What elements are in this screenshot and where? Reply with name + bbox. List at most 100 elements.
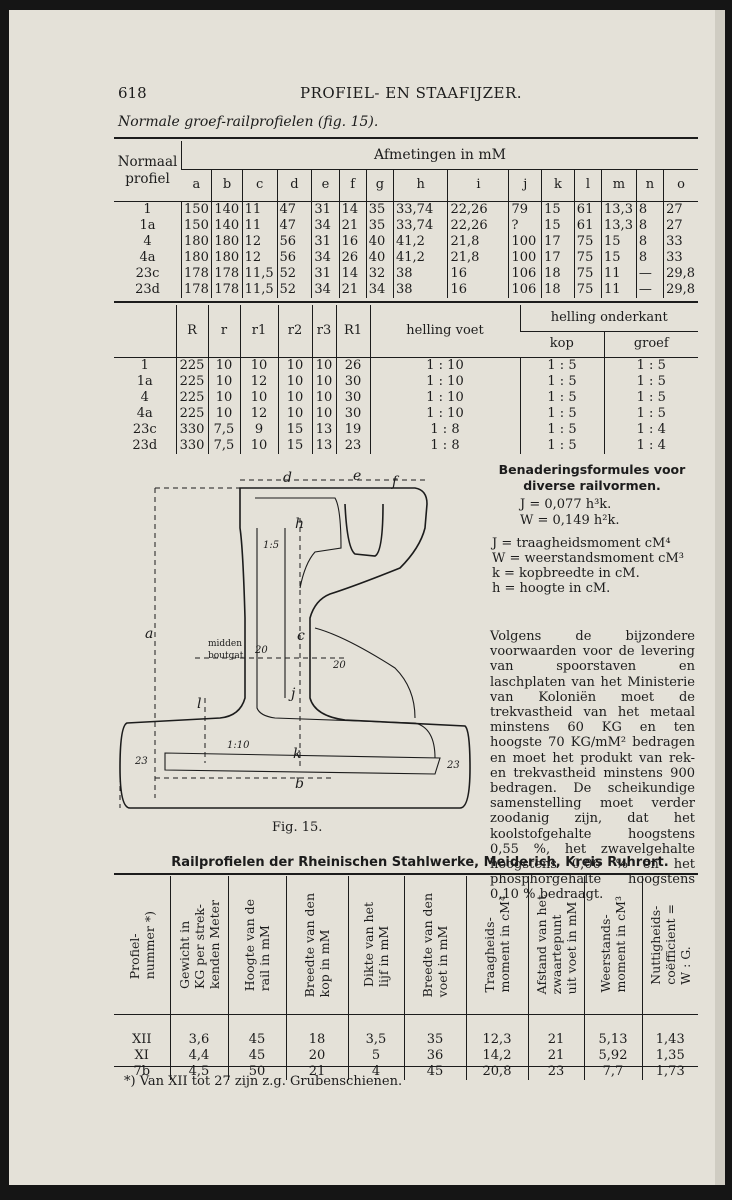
table3-title: Railprofielen der Rheinischen Stahlwerke… (171, 855, 669, 870)
cell: 225 (175, 373, 208, 390)
row-label: XI (134, 1048, 149, 1063)
cell: 21 (527, 1014, 584, 1048)
cell: 17 (541, 249, 575, 266)
cell: — (635, 281, 664, 298)
cell: 23 (335, 437, 370, 454)
cell: 10 (207, 357, 240, 374)
column-header: r3 (311, 305, 336, 357)
cell: 12 (239, 373, 278, 390)
cell: 22,26 (447, 201, 509, 218)
cell: 10 (277, 357, 312, 374)
definition: k = kopbreedte in cM. (492, 566, 640, 581)
column-header: h (392, 169, 448, 201)
cell: 100 (508, 249, 542, 266)
cell: 1 : 5 (519, 357, 604, 374)
row-label: 23c (132, 421, 157, 437)
cell: 41,2 (392, 249, 448, 266)
definition: W = weerstandsmoment cM³ (492, 551, 684, 566)
cell: 52 (276, 265, 312, 282)
specification-paragraph: Volgens de bijzondere voorwaarden voor d… (490, 629, 695, 903)
rail-groove (344, 503, 384, 557)
rule (114, 137, 698, 139)
rheinische-rail-table: Profiel- nummer *)Gewicht in KG per stre… (114, 876, 698, 1080)
column-header: i (447, 169, 509, 201)
cell: 1 : 5 (603, 389, 698, 406)
cell: 40 (365, 249, 394, 266)
cell: 178 (211, 265, 243, 282)
column-header-text: Nuttigheids- coëfficient = W : G. (647, 904, 693, 986)
formulas-title: Benaderingsformules voor diverse railvor… (498, 462, 686, 493)
cell: 30 (335, 405, 370, 422)
column-header: d (276, 169, 312, 201)
cell: 75 (573, 233, 602, 250)
row-label: 4a (139, 249, 156, 265)
cell: 16 (338, 233, 367, 250)
cell: 15 (277, 421, 312, 438)
cell: 1 : 4 (603, 421, 698, 438)
cell: 5,13 (583, 1014, 642, 1048)
cell: 45 (403, 1064, 466, 1080)
cell: 3,6 (169, 1014, 228, 1048)
cell: 26 (335, 357, 370, 374)
cell: 11,5 (241, 281, 277, 298)
cell: 47 (276, 217, 312, 234)
column-header: Breedte van den kop in mM (285, 876, 348, 1014)
cell: 1 : 4 (603, 437, 698, 454)
cell: 27 (663, 217, 698, 234)
cell: 15 (541, 201, 575, 218)
cell: 14,2 (465, 1048, 528, 1064)
label-c: c (297, 628, 305, 644)
cell: 34 (311, 217, 340, 234)
cell: 11 (241, 217, 277, 234)
cell: 4 (347, 1064, 404, 1080)
label-h: h (295, 516, 304, 532)
column-header: r (207, 305, 240, 357)
row-label: 1a (136, 373, 153, 389)
cell: 1 : 10 (369, 389, 520, 406)
label-l: l (197, 696, 201, 712)
label-j: j (288, 686, 296, 702)
definition: J = traagheidsmoment cM⁴ (492, 536, 671, 551)
cell: 11 (601, 265, 637, 282)
cell: 10 (311, 373, 336, 390)
cell: 5 (347, 1048, 404, 1064)
column-header-text: Breedte van den kop in mM (302, 892, 332, 997)
cell: 1 : 8 (369, 421, 520, 438)
cell: 56 (276, 233, 312, 250)
column-group-header: Afmetingen in mM (181, 141, 698, 170)
column-header: Dikte van het lijf in mM (347, 876, 404, 1014)
column-header: R1 (335, 305, 370, 357)
cell: 180 (211, 233, 243, 250)
column-header-text: Dikte van het lijf in mM (361, 902, 391, 988)
column-header: kop (549, 336, 574, 351)
column-header: b (211, 169, 243, 201)
cell: 13 (311, 421, 336, 438)
cell: 34 (365, 281, 394, 298)
cell: 10 (311, 389, 336, 406)
rule (114, 301, 698, 303)
label-23b: 23 (446, 760, 460, 771)
cell: 36 (403, 1048, 466, 1064)
cell: 178 (181, 281, 212, 298)
cell: 1 : 10 (369, 357, 520, 374)
cell: 45 (227, 1048, 286, 1064)
cell: 178 (181, 265, 212, 282)
cell: 150 (181, 217, 212, 234)
figure-caption: Fig. 15. (272, 820, 323, 835)
cell: 41,2 (392, 233, 448, 250)
cell: 29,8 (663, 265, 698, 282)
cell: 21 (338, 281, 367, 298)
cell: 13,3 (601, 217, 637, 234)
row-label: 1 (143, 201, 152, 217)
cell: 10 (277, 405, 312, 422)
column-header-text: Weerstands- moment in cM³ (598, 896, 628, 993)
cell: 27 (663, 201, 698, 218)
